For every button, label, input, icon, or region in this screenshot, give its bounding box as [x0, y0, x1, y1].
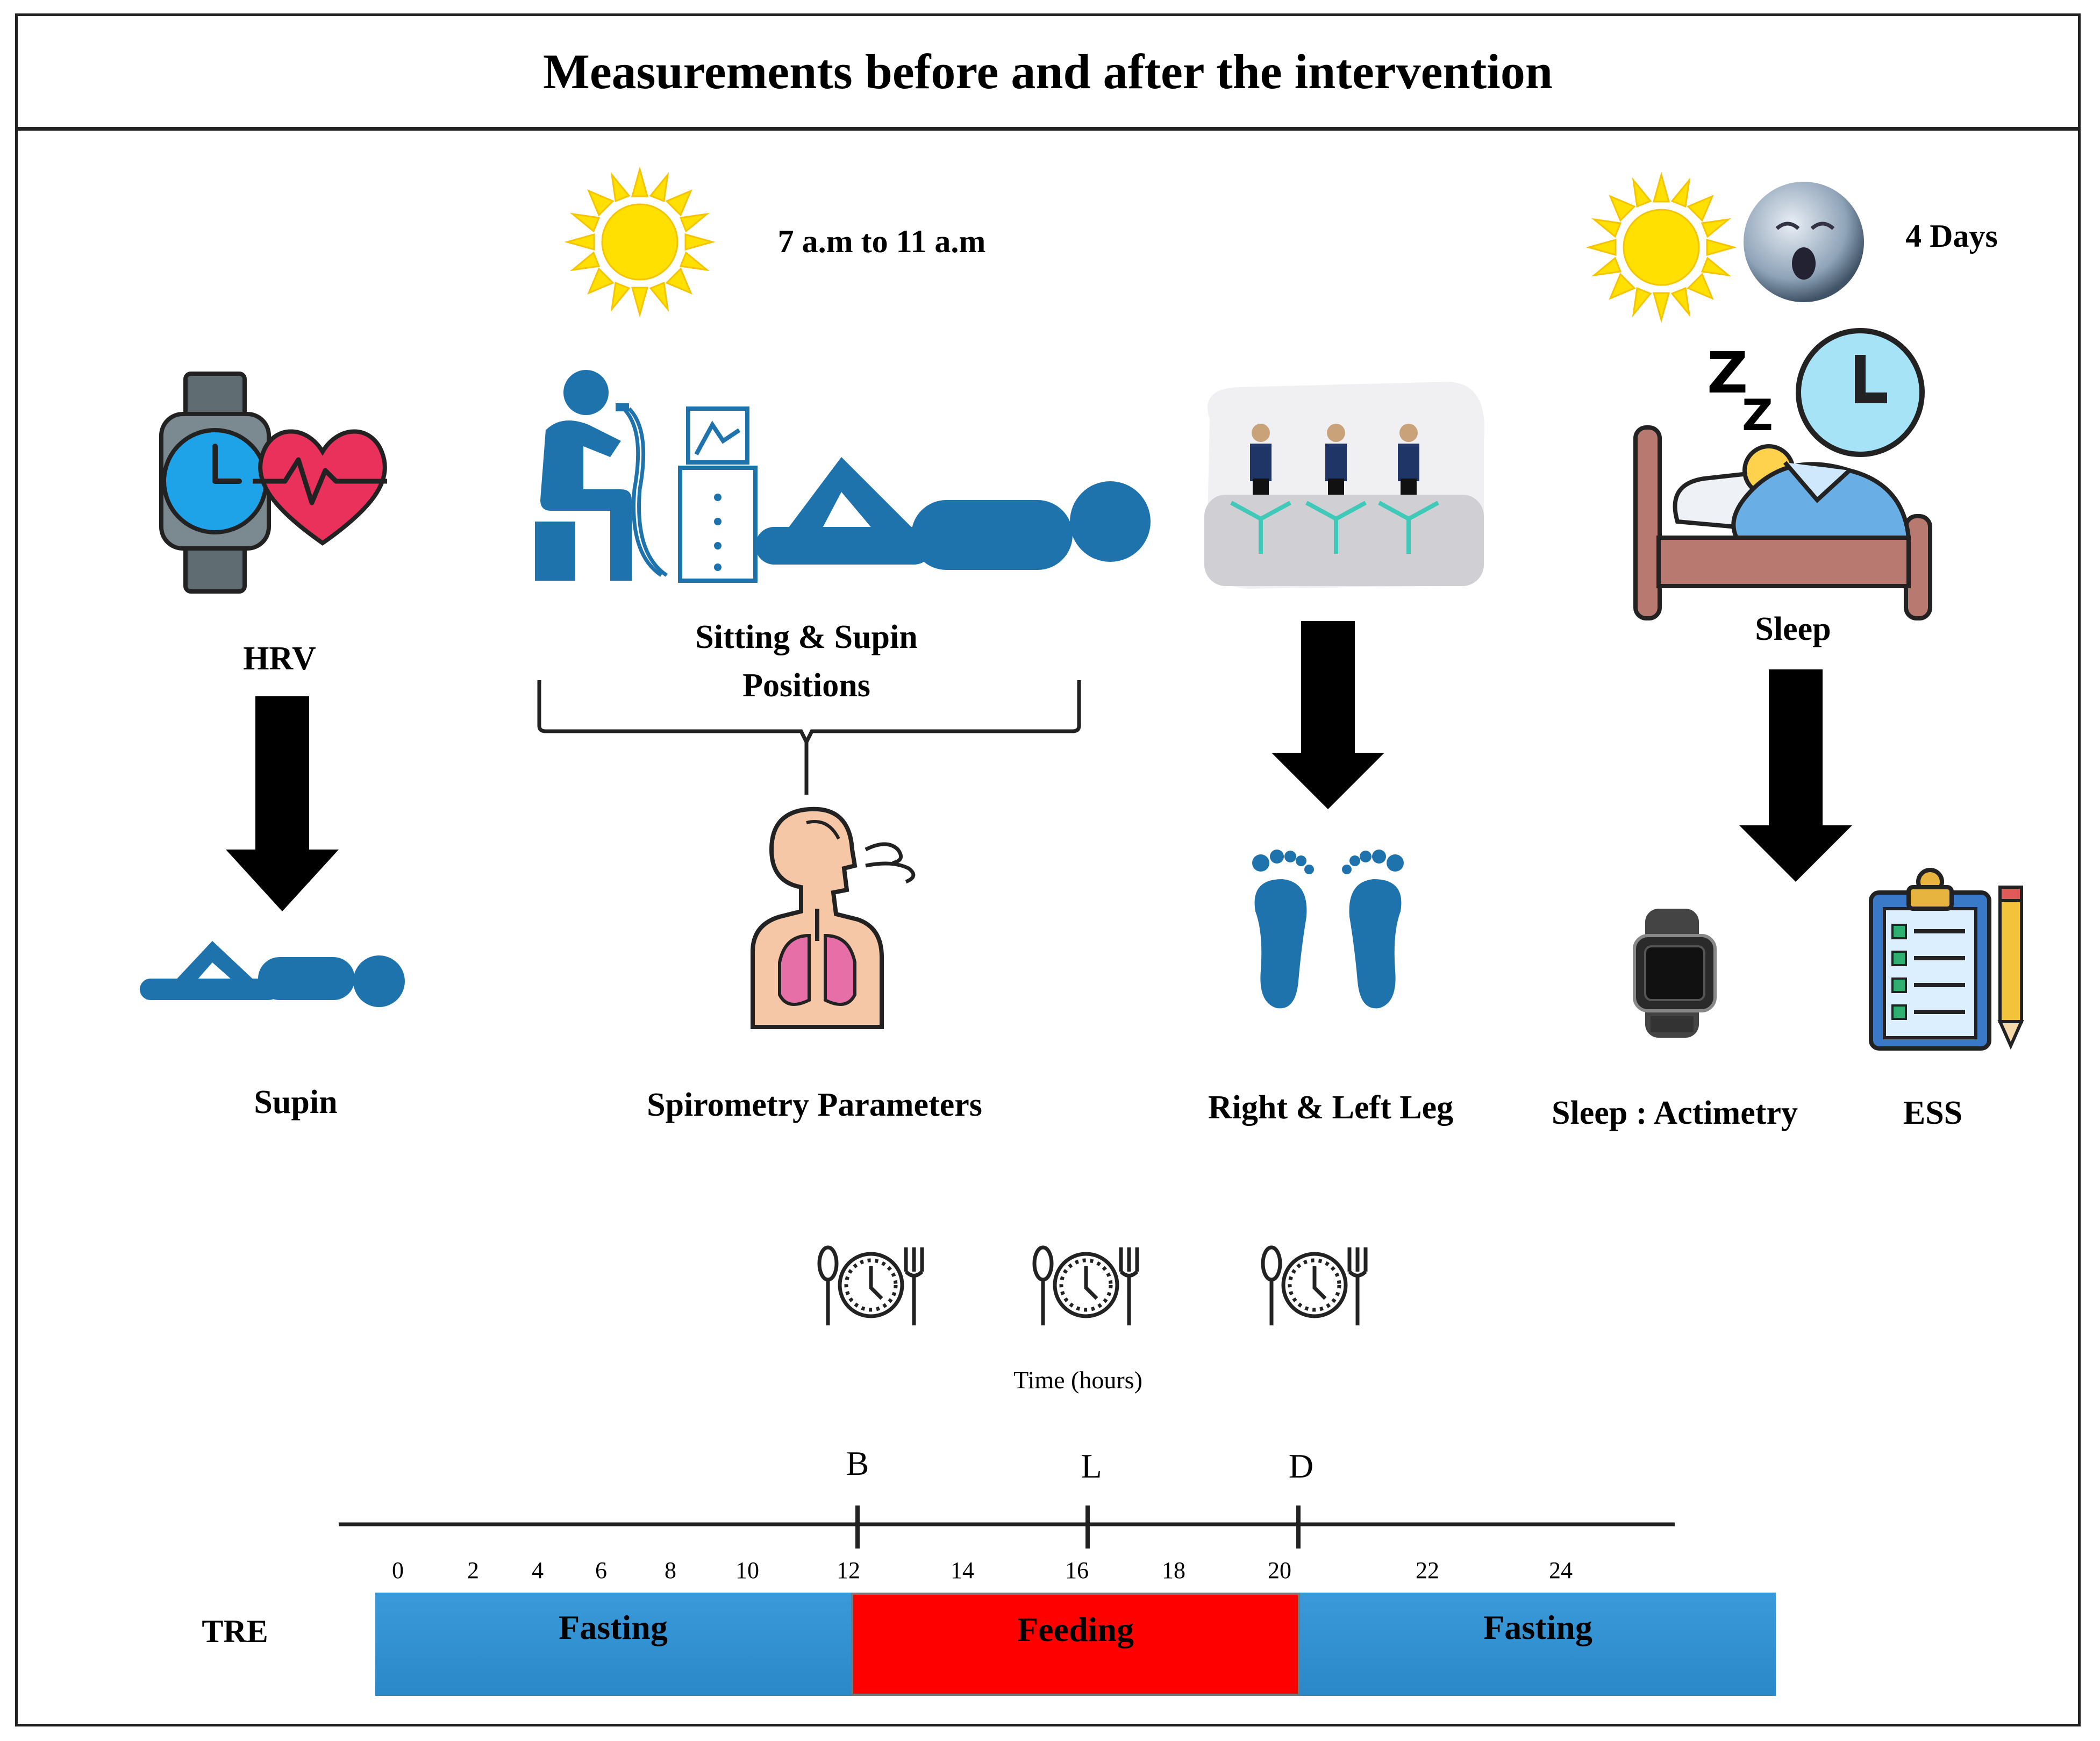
arrow-down-sleep — [1739, 669, 1852, 882]
meal-clock-icon — [1261, 1245, 1368, 1325]
lying-person-icon — [140, 941, 405, 1007]
actimetry-label: Sleep : Actimetry — [1552, 1095, 1798, 1131]
meal-marker-dinner: D — [1288, 1447, 1314, 1485]
arrow-down-legs — [1272, 621, 1384, 809]
hour-tick: 18 — [1162, 1557, 1185, 1583]
hour-tick: 6 — [595, 1557, 607, 1583]
feeding-segment: Feeding — [851, 1593, 1300, 1696]
sitting-supin-label: Sitting & Supin Positions — [618, 613, 995, 710]
sleeping-bed-icon: Z Z — [1633, 328, 1932, 620]
hour-tick: 12 — [837, 1557, 860, 1583]
hour-tick: 10 — [735, 1557, 759, 1583]
lungs-icon — [751, 807, 916, 1029]
fasting-segment-1: Fasting — [375, 1593, 851, 1696]
hour-tick: 20 — [1268, 1557, 1291, 1583]
grouping-bracket — [537, 680, 1081, 795]
feeding-label: Feeding — [1017, 1610, 1134, 1649]
svg-text:Z: Z — [1742, 390, 1773, 440]
hour-tick: 2 — [467, 1557, 479, 1583]
actimetry-watch-icon — [1633, 909, 1717, 1038]
hour-tick: 22 — [1416, 1557, 1439, 1583]
tre-label: TRE — [202, 1614, 268, 1649]
spirometry-parameters-label: Spirometry Parameters — [647, 1087, 982, 1123]
clipboard-icon — [1869, 868, 2024, 1051]
fasting-label: Fasting — [1483, 1608, 1592, 1646]
feet-icon — [1252, 850, 1404, 1009]
sleep-label: Sleep — [1755, 611, 1831, 647]
supin-label: Supin — [254, 1084, 338, 1121]
leg-test-icon — [1204, 382, 1485, 589]
timeline-axis — [339, 1505, 1675, 1549]
meal-clock-icon — [1032, 1245, 1139, 1325]
moon-icon — [1744, 182, 1864, 302]
meal-clock-icon — [817, 1245, 924, 1325]
hour-tick: 14 — [951, 1557, 974, 1583]
title-box: Measurements before and after the interv… — [15, 13, 2081, 131]
smartwatch-heart-icon — [159, 372, 387, 594]
hour-tick: 16 — [1065, 1557, 1089, 1583]
right-left-leg-label: Right & Left Leg — [1208, 1089, 1454, 1126]
arrow-down-hrv — [226, 696, 339, 911]
sitting-supin-line1: Sitting & Supin — [695, 619, 918, 655]
sun-icon — [1585, 172, 1737, 323]
hour-tick: 0 — [392, 1557, 404, 1583]
meal-marker-lunch: L — [1081, 1447, 1102, 1485]
time-window-label: 7 a.m to 11 a.m — [777, 224, 986, 259]
svg-text:Z: Z — [1707, 340, 1748, 406]
time-axis-label: Time (hours) — [1013, 1366, 1142, 1394]
meal-marker-breakfast: B — [846, 1444, 869, 1482]
hrv-label: HRV — [243, 640, 316, 677]
sitting-supin-line2: Positions — [742, 667, 870, 704]
hour-tick: 8 — [665, 1557, 676, 1583]
hour-tick: 24 — [1549, 1557, 1573, 1583]
days-label: 4 Days — [1905, 218, 1998, 254]
page-title: Measurements before and after the interv… — [542, 44, 1553, 99]
fasting-label: Fasting — [559, 1608, 668, 1646]
sun-icon — [564, 166, 716, 318]
spirometry-person-icon — [535, 370, 1151, 583]
ess-label: ESS — [1903, 1095, 1963, 1131]
fasting-segment-2: Fasting — [1300, 1593, 1776, 1696]
hour-tick: 4 — [532, 1557, 544, 1583]
